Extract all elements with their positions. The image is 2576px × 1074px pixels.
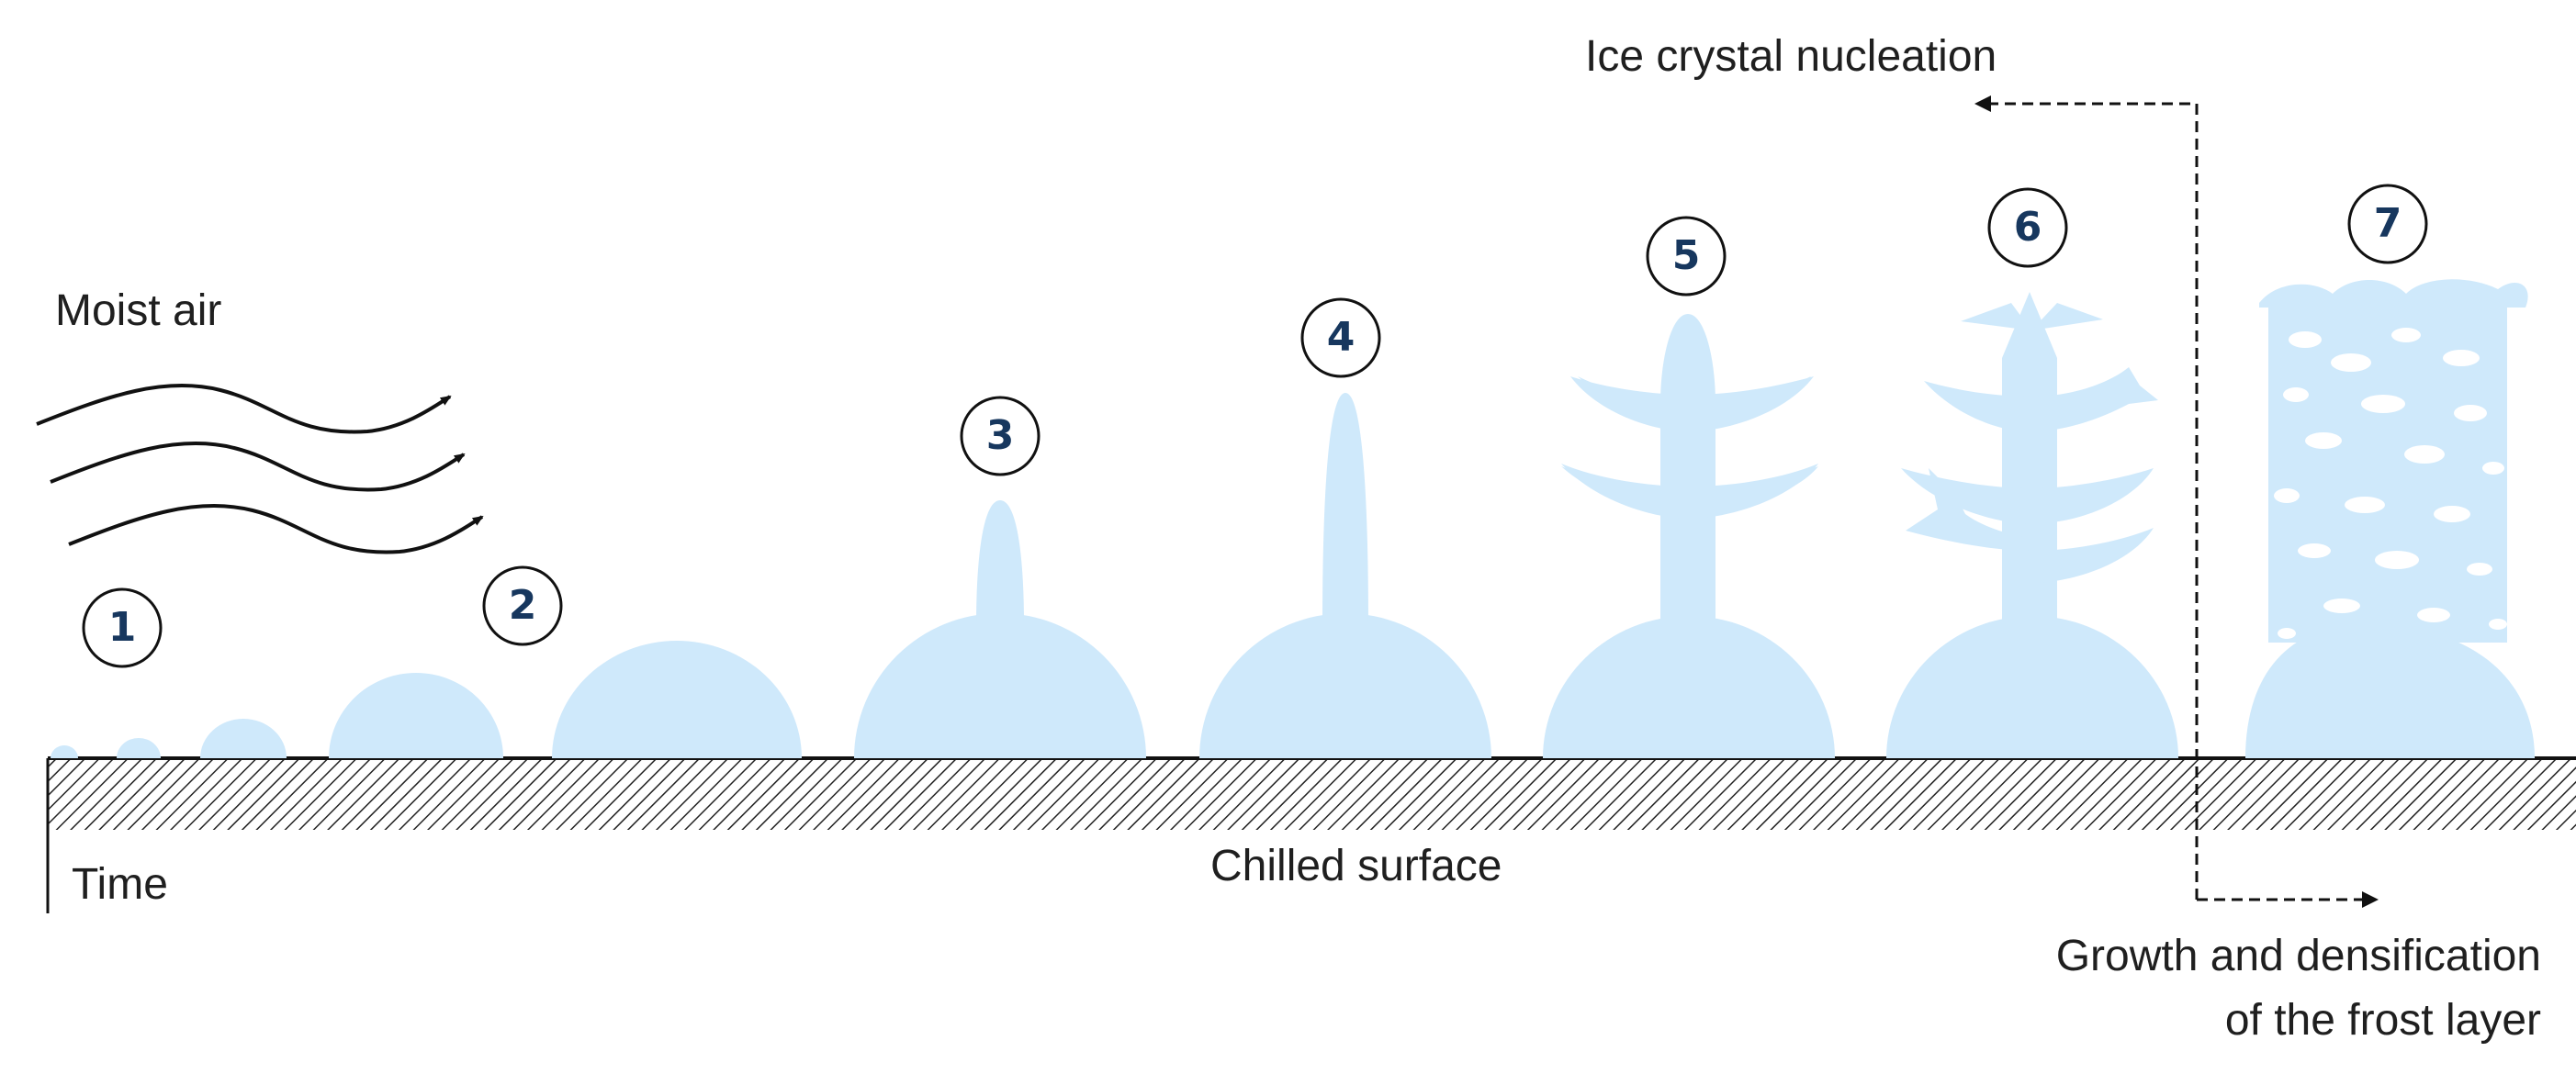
growth-label-line2: of the frost layer (2224, 996, 2541, 1045)
stage-4-number: 4 (1326, 314, 1355, 361)
stage-6-circle (1987, 187, 2068, 268)
stage-7-frost (2245, 279, 2535, 758)
nucleation-arrowhead (1974, 95, 1991, 112)
stage-1-number: 1 (107, 604, 137, 651)
stage-5-ice (1543, 314, 1835, 758)
stage-4-circle (1300, 297, 1381, 378)
droplet-large (552, 641, 802, 758)
stage-1-circle (82, 587, 163, 668)
stage-2-number: 2 (508, 582, 537, 629)
air-arrow-1 (36, 384, 452, 434)
stage-3-ice (854, 500, 1146, 758)
droplet-tiny-b (117, 738, 161, 758)
stage-7-voids (2274, 328, 2507, 639)
stage-4-ice (1199, 393, 1491, 758)
stage-6-number: 6 (2013, 204, 2042, 251)
droplet-tiny-a (51, 745, 78, 758)
phase-separator (1979, 102, 2369, 901)
moist-air-label: Moist air (55, 286, 222, 335)
stage-5-circle (1646, 216, 1727, 296)
stage-2-circle (482, 565, 563, 646)
ice-crystal-nucleation-label: Ice crystal nucleation (1585, 32, 1997, 81)
stage-3-circle (960, 396, 1041, 476)
time-label: Time (72, 860, 168, 909)
moist-air-arrows (36, 384, 484, 554)
growth-arrowhead (2362, 891, 2379, 908)
stage-5-number: 5 (1671, 232, 1701, 279)
stage-circles (82, 184, 2428, 668)
air-arrow-2 (50, 442, 466, 492)
stage-7-circle (2347, 184, 2428, 264)
stage-3-number: 3 (985, 412, 1015, 459)
stage-7-number: 7 (2373, 200, 2402, 247)
chilled-surface-hatch (48, 758, 2576, 830)
chilled-surface-label: Chilled surface (1210, 842, 1502, 890)
nucleation-dashed-line (1979, 102, 2199, 900)
air-arrow-3 (68, 504, 484, 554)
growth-label-line1: Growth and densification (2055, 932, 2541, 980)
stage-6-ice (1886, 292, 2178, 758)
droplet-medium (329, 673, 503, 758)
droplet-small (200, 719, 287, 758)
ice-shapes (51, 279, 2535, 758)
